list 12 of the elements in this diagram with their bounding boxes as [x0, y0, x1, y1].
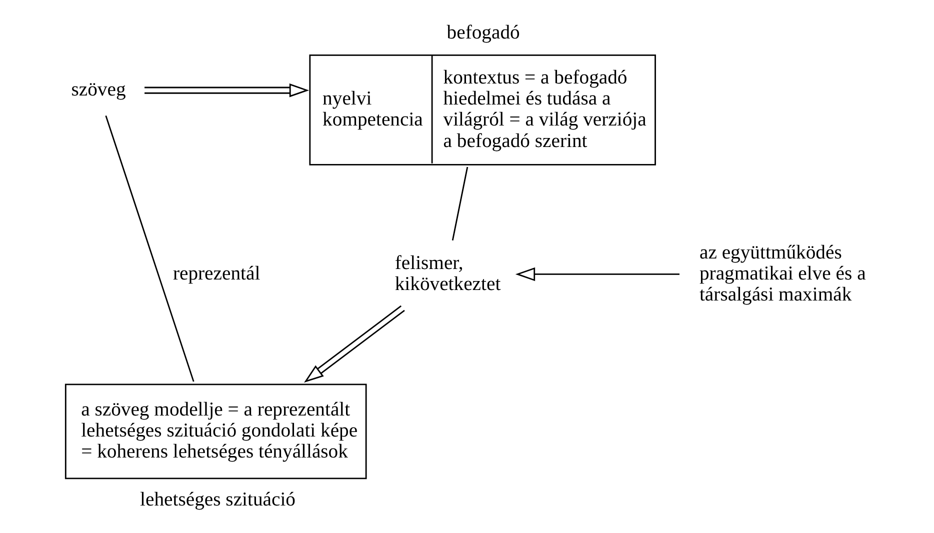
connector — [451, 166, 468, 241]
arrow — [144, 83, 309, 98]
edge-label: reprezentál — [172, 262, 260, 284]
node-text: az együttműködés pragmatikai elve és a társalgási maximák — [698, 241, 866, 306]
node-label: befogadó — [446, 22, 520, 44]
arrow — [514, 267, 679, 282]
connector — [104, 116, 194, 382]
node-text: felismer, kikövetkeztet — [394, 252, 500, 295]
node-box: a szöveg modellje = a reprezentált lehetséges szituáció gondolati képe = koherens lehetséges tényállások — [64, 384, 366, 480]
arrow — [304, 305, 404, 383]
node-text: szöveg — [70, 78, 126, 101]
node-label: lehetséges szituáció — [140, 488, 295, 510]
